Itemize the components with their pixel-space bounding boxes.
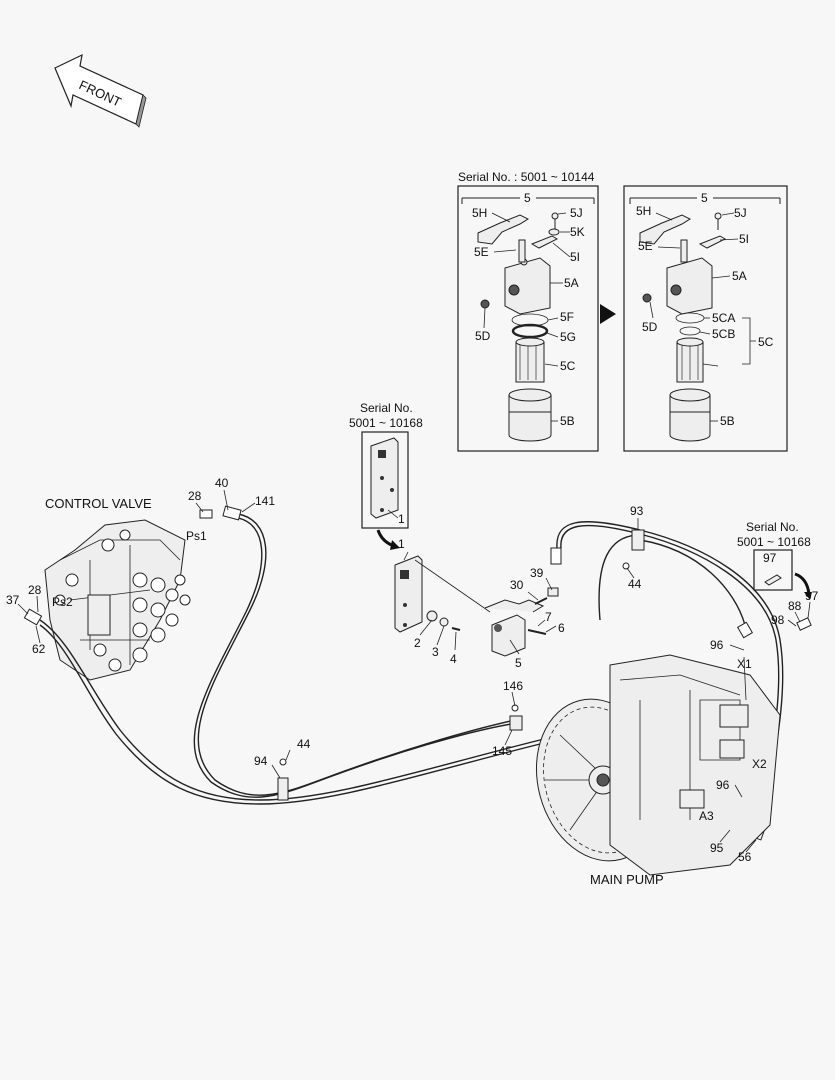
callout-7: 7 <box>545 610 552 624</box>
callout-96-a: 96 <box>710 638 724 652</box>
fitting-serial-line1: Serial No. <box>746 520 799 534</box>
callout-5i-new: 5I <box>739 232 749 246</box>
callout-5k-old: 5K <box>570 225 585 239</box>
callout-5: 5 <box>515 656 522 670</box>
main-pump: MAIN PUMP X1 X2 A3 <box>535 654 781 887</box>
filter-old-assembly-callout: 5 <box>524 191 531 205</box>
callout-2: 2 <box>414 636 421 650</box>
callout-95: 95 <box>710 841 724 855</box>
callout-5j-new: 5J <box>734 206 747 220</box>
callout-3: 3 <box>432 645 439 659</box>
bracket-serial-line1: Serial No. <box>360 401 413 415</box>
callout-leaders <box>17 489 811 853</box>
callout-98: 98 <box>771 613 785 627</box>
port-x2-label: X2 <box>752 757 767 771</box>
filter-box-new: 5 5H 5J 5E 5I 5A 5D 5CA 5CB 5C 5B <box>623 185 788 452</box>
callout-5ca-new: 5CA <box>712 311 735 325</box>
filter-new-assembly-callout: 5 <box>701 191 708 205</box>
callout-141: 141 <box>255 494 275 508</box>
callout-labels: 28 40 141 37 28 62 1 2 3 4 5 6 7 30 39 9… <box>6 476 819 864</box>
callout-5a-old: 5A <box>564 276 579 290</box>
callout-94: 94 <box>254 754 268 768</box>
callout-5f-old: 5F <box>560 310 574 324</box>
callout-4: 4 <box>450 652 457 666</box>
callout-5e-old: 5E <box>474 245 489 259</box>
callout-1: 1 <box>398 537 405 551</box>
bracket-detail: Serial No. 5001 ~ 10168 1 <box>349 401 423 550</box>
callout-30: 30 <box>510 578 524 592</box>
callout-5d-new: 5D <box>642 320 658 334</box>
bracket-serial-line2: 5001 ~ 10168 <box>349 416 423 430</box>
callout-56: 56 <box>738 850 752 864</box>
control-valve: CONTROL VALVE Ps1 Ps2 <box>44 496 207 681</box>
hose-141 <box>193 513 516 798</box>
callout-5e-new: 5E <box>638 239 653 253</box>
callout-88: 88 <box>788 599 802 613</box>
clamp-93 <box>631 529 645 551</box>
solenoid-assembly <box>394 551 559 657</box>
callout-97-detail: 97 <box>763 551 777 565</box>
fitting-detail: Serial No. 5001 ~ 10168 97 <box>737 520 812 600</box>
port-ps2-label: Ps2 <box>52 595 73 609</box>
filter-box-old: Serial No. : 5001 ~ 10144 5 5H 5J 5K 5E <box>457 170 599 452</box>
front-arrow: FRONT <box>54 53 147 128</box>
callout-62: 62 <box>32 642 46 656</box>
callout-5g-old: 5G <box>560 330 576 344</box>
port-ps1-label: Ps1 <box>186 529 207 543</box>
callout-5a-new: 5A <box>732 269 747 283</box>
callout-5h-new: 5H <box>636 204 651 218</box>
clamp-94 <box>277 777 289 801</box>
callout-37: 37 <box>6 593 20 607</box>
callout-39: 39 <box>530 566 544 580</box>
callout-5b-old: 5B <box>560 414 575 428</box>
callout-40: 40 <box>215 476 229 490</box>
callout-28-b: 28 <box>28 583 42 597</box>
callout-44-a: 44 <box>628 577 642 591</box>
callout-5d-old: 5D <box>475 329 491 343</box>
callout-5c-old: 5C <box>560 359 576 373</box>
callout-5i-old: 5I <box>570 250 580 264</box>
filter-old-serial-label: Serial No. : 5001 ~ 10144 <box>458 170 595 184</box>
fitting-serial-line2: 5001 ~ 10168 <box>737 535 811 549</box>
callout-93: 93 <box>630 504 644 518</box>
callout-5b-new: 5B <box>720 414 735 428</box>
callout-6: 6 <box>558 621 565 635</box>
callout-5h-old: 5H <box>472 206 487 220</box>
callout-97: 97 <box>805 589 819 603</box>
control-valve-title: CONTROL VALVE <box>45 496 152 511</box>
callout-5cb-new: 5CB <box>712 327 735 341</box>
clamp-145 <box>509 715 523 731</box>
callout-44-b: 44 <box>297 737 311 751</box>
callout-1-detail: 1 <box>398 512 405 526</box>
callout-145: 145 <box>492 744 512 758</box>
port-a3-label: A3 <box>699 809 714 823</box>
callout-146: 146 <box>503 679 523 693</box>
main-pump-title: MAIN PUMP <box>590 872 664 887</box>
callout-28-a: 28 <box>188 489 202 503</box>
callout-96-b: 96 <box>716 778 730 792</box>
callout-5c-new: 5C <box>758 335 774 349</box>
change-arrow-icon <box>600 304 616 324</box>
callout-5j-old: 5J <box>570 206 583 220</box>
